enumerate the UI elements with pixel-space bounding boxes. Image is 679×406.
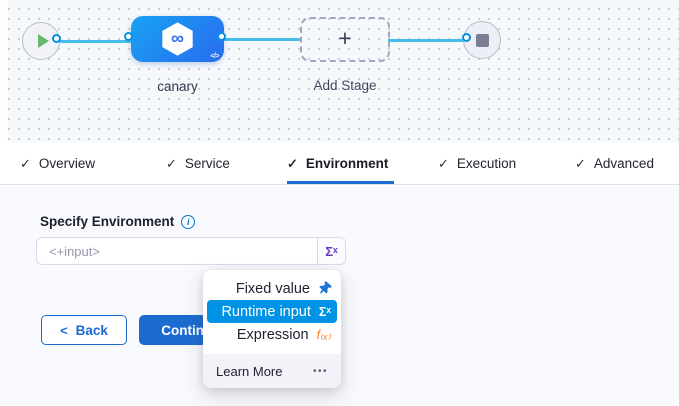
learn-more-link[interactable]: Learn More (216, 363, 283, 379)
check-icon: ✓ (438, 155, 449, 171)
play-icon (37, 34, 49, 48)
connector-port (52, 34, 61, 43)
tab-overview[interactable]: ✓ Overview (20, 143, 101, 184)
more-options-icon[interactable]: ••• (312, 365, 328, 377)
tab-service[interactable]: ✓ Service (166, 143, 236, 184)
field-label-text: Specify Environment (40, 214, 175, 229)
option-label: Expression (236, 326, 309, 343)
specify-environment-label: Specify Environment i (40, 214, 196, 229)
connector-port (217, 32, 226, 41)
check-icon: ✓ (20, 155, 31, 171)
pin-icon (319, 281, 332, 294)
infinity-glyph: ∞ (171, 28, 184, 48)
fx-icon: f₍ₓ₎ (316, 328, 331, 342)
pipeline-canvas: ∞ </> canary + Add Stage (0, 0, 679, 143)
add-stage-label: Add Stage (313, 78, 377, 93)
option-label: Runtime input (221, 303, 311, 320)
connector-line (224, 38, 302, 41)
option-label: Fixed value (235, 280, 310, 297)
connector-line (388, 39, 466, 42)
connector-port (124, 32, 133, 41)
tab-label: Service (184, 156, 230, 171)
deploy-stage-icon: ∞ (162, 22, 193, 56)
sigma-icon: Σˣ (318, 304, 331, 319)
check-icon: ✓ (287, 155, 298, 171)
tab-execution[interactable]: ✓ Execution (438, 143, 522, 184)
add-stage-button[interactable]: + (300, 17, 390, 62)
back-button-label: Back (75, 322, 108, 338)
environment-input-group: Σˣ (36, 237, 346, 265)
plus-icon: + (338, 25, 352, 51)
stage-node-canary[interactable]: ∞ </> (131, 16, 224, 62)
dropdown-options: Fixed value Runtime input Σˣ Expression … (203, 270, 341, 354)
environment-input[interactable] (37, 238, 317, 264)
connector-line (55, 40, 131, 43)
check-icon: ✓ (575, 155, 586, 171)
option-expression[interactable]: Expression f₍ₓ₎ (203, 323, 341, 346)
runtime-input-type-button[interactable]: Σˣ (317, 238, 345, 264)
info-icon[interactable]: i (181, 214, 196, 229)
value-type-dropdown: Fixed value Runtime input Σˣ Expression … (203, 270, 341, 388)
tab-label: Advanced (593, 156, 654, 171)
code-icon: </> (210, 53, 219, 60)
tab-advanced[interactable]: ✓ Advanced (575, 143, 660, 184)
tab-label: Execution (456, 156, 517, 171)
chevron-left-icon: < (60, 322, 68, 338)
stage-tab-bar: ✓ Overview ✓ Service ✓ Environment ✓ Exe… (0, 143, 679, 185)
check-icon: ✓ (166, 155, 177, 171)
back-button[interactable]: < Back (41, 315, 127, 345)
tab-label: Overview (38, 156, 96, 171)
stage-name-label: canary (157, 79, 198, 94)
tab-label: Environment (305, 156, 389, 171)
stop-icon (475, 33, 489, 47)
tab-environment[interactable]: ✓ Environment (287, 143, 395, 184)
option-runtime-input[interactable]: Runtime input Σˣ (207, 300, 337, 323)
option-fixed-value[interactable]: Fixed value (203, 277, 341, 300)
connector-port (462, 33, 471, 42)
dropdown-footer: Learn More ••• (203, 354, 341, 388)
canvas-left-gutter (0, 0, 8, 143)
